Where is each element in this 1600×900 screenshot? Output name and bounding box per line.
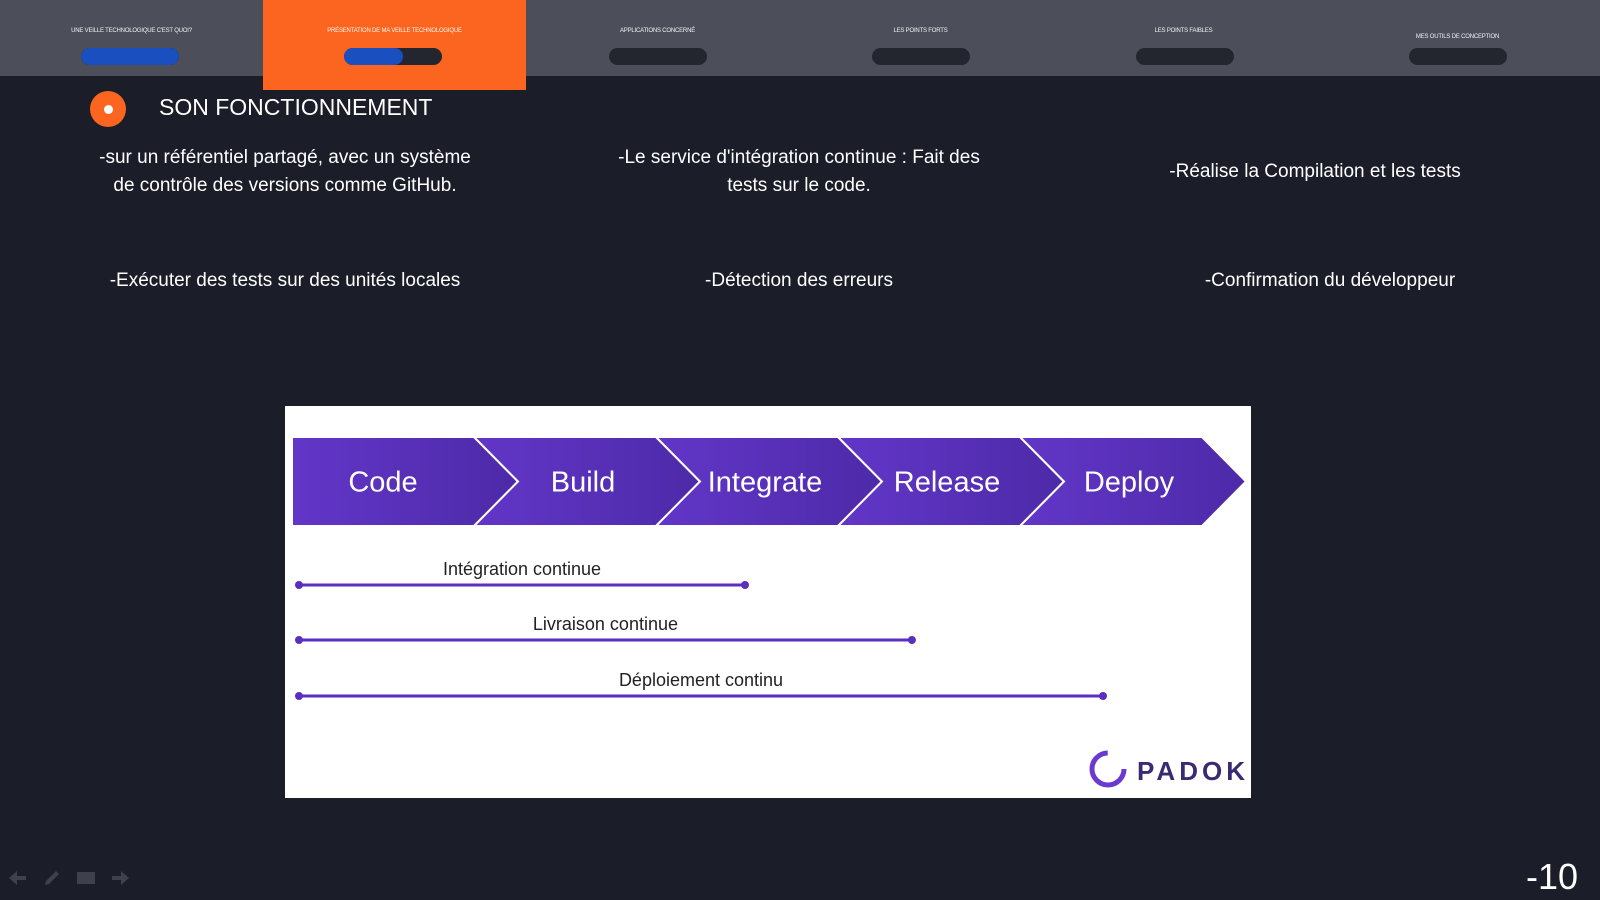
- nav-item-label: PRÉSENTATION DE MA VEILLE TECHNOLOGIQUE: [327, 28, 462, 34]
- section-bullet-icon: [90, 91, 126, 127]
- nav-progress-bar: [1136, 48, 1234, 65]
- text-line: de contrôle des versions comme GitHub.: [113, 175, 457, 196]
- brand-name: PADOK: [1137, 756, 1249, 786]
- presentation-controls: [8, 869, 130, 887]
- nav-progress-bar: [81, 48, 179, 65]
- pipeline-step-label: Code: [348, 467, 417, 499]
- padok-logo: PADOK: [1089, 750, 1249, 788]
- pipeline-step-label: Integrate: [708, 467, 822, 499]
- nav-item-label: LES POINTS FAIBLES: [1154, 28, 1213, 34]
- nav-progress-bar: [872, 48, 970, 65]
- text-line: -Le service d'intégration continue : Fai…: [618, 147, 980, 168]
- section-title: SON FONCTIONNEMENT: [159, 94, 433, 120]
- pipeline-step-label: Release: [894, 467, 1000, 499]
- text-error-detection: -Détection des erreurs: [705, 270, 893, 291]
- text-line: -sur un référentiel partagé, avec un sys…: [99, 147, 471, 168]
- nav-item-presentation[interactable]: PRÉSENTATION DE MA VEILLE TECHNOLOGIQUE: [263, 0, 526, 90]
- bullet-dot: [103, 104, 113, 114]
- screen-icon[interactable]: [76, 869, 96, 887]
- nav-item-label: MES OUTILS DE CONCEPTION: [1415, 34, 1500, 40]
- nav-item-outils[interactable]: MES OUTILS DE CONCEPTION: [1315, 0, 1600, 76]
- span-endpoint: [1099, 692, 1107, 700]
- slide-number: -10: [1525, 856, 1578, 897]
- span-endpoint: [295, 581, 303, 589]
- nav-progress-bar: [344, 48, 442, 65]
- padok-logo-icon: [1089, 750, 1127, 788]
- nav-item-label: LES POINTS FORTS: [893, 28, 948, 34]
- nav-item-applications[interactable]: APPLICATIONS CONCERNÉ: [526, 0, 789, 76]
- nav-item-veille[interactable]: UNE VEILLE TECHNOLOGIQUE C'EST QUOI?: [0, 0, 263, 76]
- nav-progress-bar: [609, 48, 707, 65]
- nav-progress-bar: [1409, 48, 1507, 65]
- nav-progress-fill: [344, 48, 403, 65]
- text-ci-service: -Le service d'intégration continue : Fai…: [574, 144, 1024, 200]
- span-label: Déploiement continu: [619, 670, 783, 690]
- nav-item-points-forts[interactable]: LES POINTS FORTS: [789, 0, 1052, 76]
- text-developer-confirmation: -Confirmation du développeur: [1204, 270, 1456, 291]
- pipeline-svg: Code Build Integrate Release Deploy Intégrat…: [291, 436, 1249, 788]
- pipeline-step-label: Build: [551, 467, 616, 499]
- span-label: Livraison continue: [533, 614, 678, 634]
- text-local-tests: -Exécuter des tests sur des unités local…: [109, 270, 461, 291]
- section-navigation: UNE VEILLE TECHNOLOGIQUE C'EST QUOI? PRÉ…: [0, 0, 1600, 90]
- pipeline-step-label: Deploy: [1084, 467, 1175, 499]
- cicd-pipeline-diagram: Code Build Integrate Release Deploy Intégrat…: [285, 406, 1251, 798]
- pipeline-step-deploy: [1017, 436, 1248, 527]
- text-shared-repository: -sur un référentiel partagé, avec un sys…: [60, 144, 510, 200]
- nav-progress-fill: [81, 48, 179, 65]
- forward-arrow-icon[interactable]: [110, 869, 130, 887]
- nav-item-label: UNE VEILLE TECHNOLOGIQUE C'EST QUOI?: [71, 28, 192, 34]
- nav-item-label: APPLICATIONS CONCERNÉ: [619, 28, 696, 34]
- text-compilation: -Réalise la Compilation et les tests: [1169, 161, 1461, 182]
- span-label: Intégration continue: [443, 559, 601, 579]
- span-endpoint: [295, 636, 303, 644]
- span-endpoint: [295, 692, 303, 700]
- text-line: tests sur le code.: [727, 175, 871, 196]
- back-arrow-icon[interactable]: [8, 869, 28, 887]
- span-endpoint: [907, 636, 916, 644]
- nav-item-points-faibles[interactable]: LES POINTS FAIBLES: [1052, 0, 1315, 76]
- span-endpoint: [741, 581, 749, 589]
- pen-icon[interactable]: [42, 869, 62, 887]
- pipeline-steps: Code Build Integrate Release Deploy: [291, 436, 1248, 527]
